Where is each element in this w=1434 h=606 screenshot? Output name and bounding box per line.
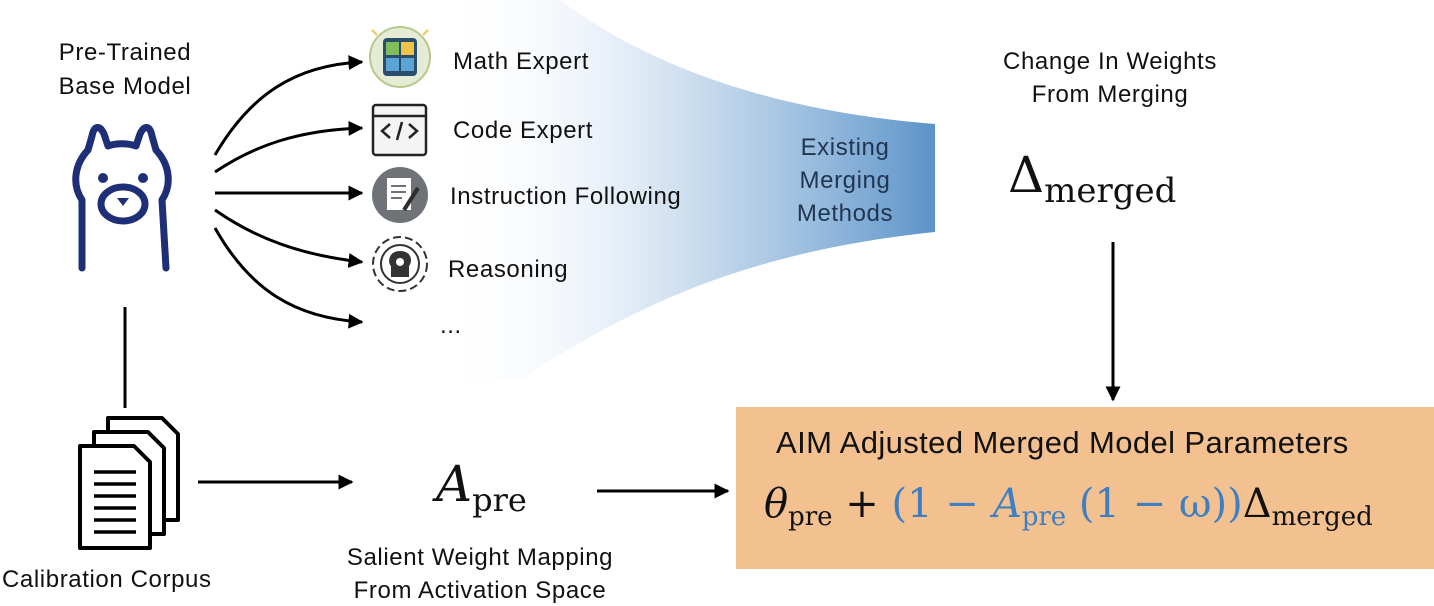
- existing-methods-line3: Methods: [796, 200, 894, 227]
- delta-symbol: Δ: [1008, 146, 1045, 204]
- base-model-label-line2: Base Model: [58, 73, 192, 100]
- llama-eye-right: [138, 173, 148, 183]
- code-window-icon: [371, 103, 428, 157]
- expert-label-instruction: Instruction Following: [450, 183, 682, 210]
- calibration-label: Calibration Corpus: [2, 566, 212, 593]
- aim-formula: θpre + (1 −Apre (1 − ω))Δmerged: [764, 481, 1373, 532]
- formula-theta: θ: [764, 481, 789, 527]
- delta-caption-line1: Change In Weights: [1003, 48, 1217, 75]
- calculator-icon: [369, 26, 431, 88]
- activation-caption: Salient Weight Mapping From Activation S…: [320, 541, 640, 606]
- formula-theta-sub: pre: [788, 502, 833, 532]
- existing-methods-label: Existing Merging Methods: [775, 131, 915, 230]
- merging-funnel: [440, 0, 935, 380]
- document-pencil-icon: [372, 167, 428, 223]
- document-text-lines: [94, 470, 136, 534]
- formula-a: A: [992, 481, 1022, 527]
- formula-delta-sub: merged: [1271, 502, 1373, 532]
- aim-result-box: AIM Adjusted Merged Model Parameters θpr…: [736, 407, 1434, 569]
- formula-delta: Δ: [1242, 481, 1272, 527]
- expert-label-code: Code Expert: [453, 117, 594, 144]
- llama-eye-left: [98, 173, 108, 183]
- activation-subscript: pre: [472, 481, 527, 519]
- brain-gear-icon: [372, 236, 428, 292]
- llama-nose: [117, 198, 129, 206]
- base-model-label-line1: Pre-Trained: [58, 39, 192, 66]
- existing-methods-line2: Merging: [799, 167, 891, 194]
- llama-icon: [72, 124, 172, 272]
- delta-merged-symbol: Δmerged: [1008, 146, 1176, 211]
- activation-caption-line2: From Activation Space: [353, 577, 607, 604]
- expert-label-math: Math Expert: [453, 48, 589, 75]
- delta-caption-line2: From Merging: [1031, 81, 1189, 108]
- activation-a: A: [436, 455, 473, 513]
- formula-open: (1 −: [891, 481, 979, 527]
- expert-label-reasoning: Reasoning: [448, 256, 569, 283]
- aim-title: AIM Adjusted Merged Model Parameters: [776, 425, 1349, 460]
- delta-caption: Change In Weights From Merging: [960, 45, 1260, 111]
- activation-symbol: Apre: [436, 455, 527, 519]
- expert-fan-arrows: [213, 55, 364, 329]
- delta-subscript: merged: [1044, 171, 1177, 211]
- formula-plus: +: [845, 481, 879, 527]
- formula-a-sub: pre: [1021, 502, 1067, 532]
- expert-label-more: ...: [440, 312, 462, 339]
- formula-inner: (1 − ω)): [1078, 481, 1243, 527]
- base-model-label: Pre-Trained Base Model: [40, 36, 210, 104]
- activation-caption-line1: Salient Weight Mapping: [346, 544, 614, 571]
- existing-methods-line1: Existing: [800, 134, 890, 161]
